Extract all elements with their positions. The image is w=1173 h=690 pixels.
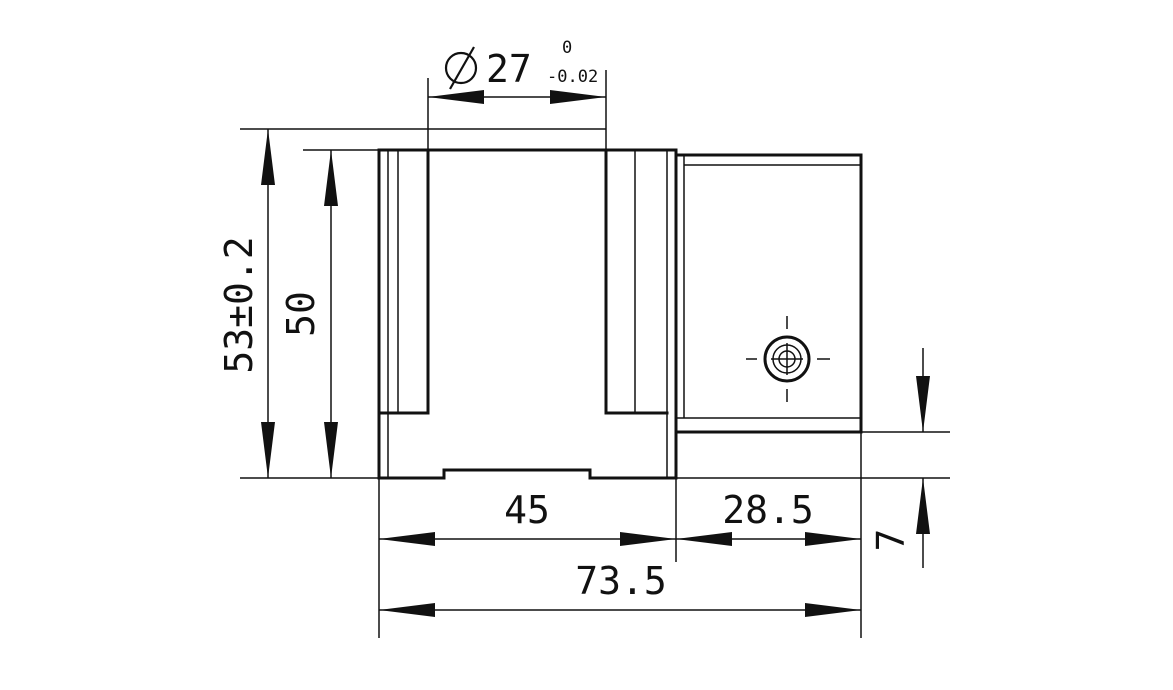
dim-flange-offset: 7 <box>869 348 930 568</box>
diameter-icon <box>444 46 478 90</box>
dim-flange-width: 28.5 <box>676 488 861 546</box>
dim-total-width: 73.5 <box>379 559 861 617</box>
dim-bore: 27 0 -0.02 <box>428 38 606 104</box>
total-width-label: 73.5 <box>575 559 667 603</box>
screw-icon <box>746 316 830 402</box>
bore-tolerance-upper: 0 <box>562 38 572 58</box>
flange-offset-label: 7 <box>869 529 913 552</box>
bore-diameter-value: 27 <box>486 47 532 91</box>
dim-body-width: 45 <box>379 488 676 546</box>
extension-lines <box>240 70 950 638</box>
dim-total-height: 53±0.2 <box>217 129 275 478</box>
slot-walls <box>377 148 669 478</box>
body-width-label: 45 <box>504 488 550 532</box>
side-flange <box>674 153 863 434</box>
inner-height-label: 50 <box>279 291 323 337</box>
flange-width-label: 28.5 <box>722 488 814 532</box>
bore-tolerance-lower: -0.02 <box>547 67 598 87</box>
dim-inner-height: 50 <box>279 150 338 478</box>
body-outline <box>377 148 678 480</box>
total-height-label: 53±0.2 <box>217 236 261 373</box>
